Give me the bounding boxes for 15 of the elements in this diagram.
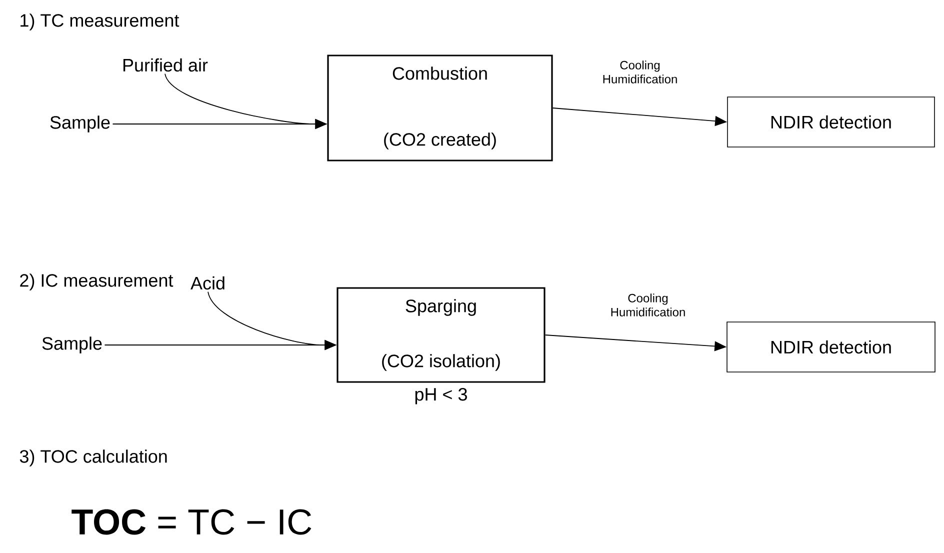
process-box: Combustion (CO2 created) <box>327 54 553 162</box>
input-label: Acid <box>190 276 224 290</box>
input-label: Purified air <box>123 58 208 72</box>
detector-box: NDIR detection <box>726 322 936 372</box>
process-box: Sparging (CO2 isolation) <box>336 287 546 383</box>
detector-box: NDIR detection <box>727 96 935 148</box>
condition-label: pH < 3 <box>415 388 467 404</box>
section-heading: 3) TOC calculation <box>20 450 167 466</box>
input-label: Sample <box>42 336 102 354</box>
formula: TOC = TC − IC <box>72 509 312 535</box>
section-heading: 2) IC measurement <box>20 274 174 290</box>
input-label: Sample <box>50 116 110 132</box>
section-heading: 1) TC measurement <box>20 14 180 30</box>
edge-label: Cooling Humidification <box>611 294 685 316</box>
edge-label: Cooling Humidification <box>603 60 677 84</box>
